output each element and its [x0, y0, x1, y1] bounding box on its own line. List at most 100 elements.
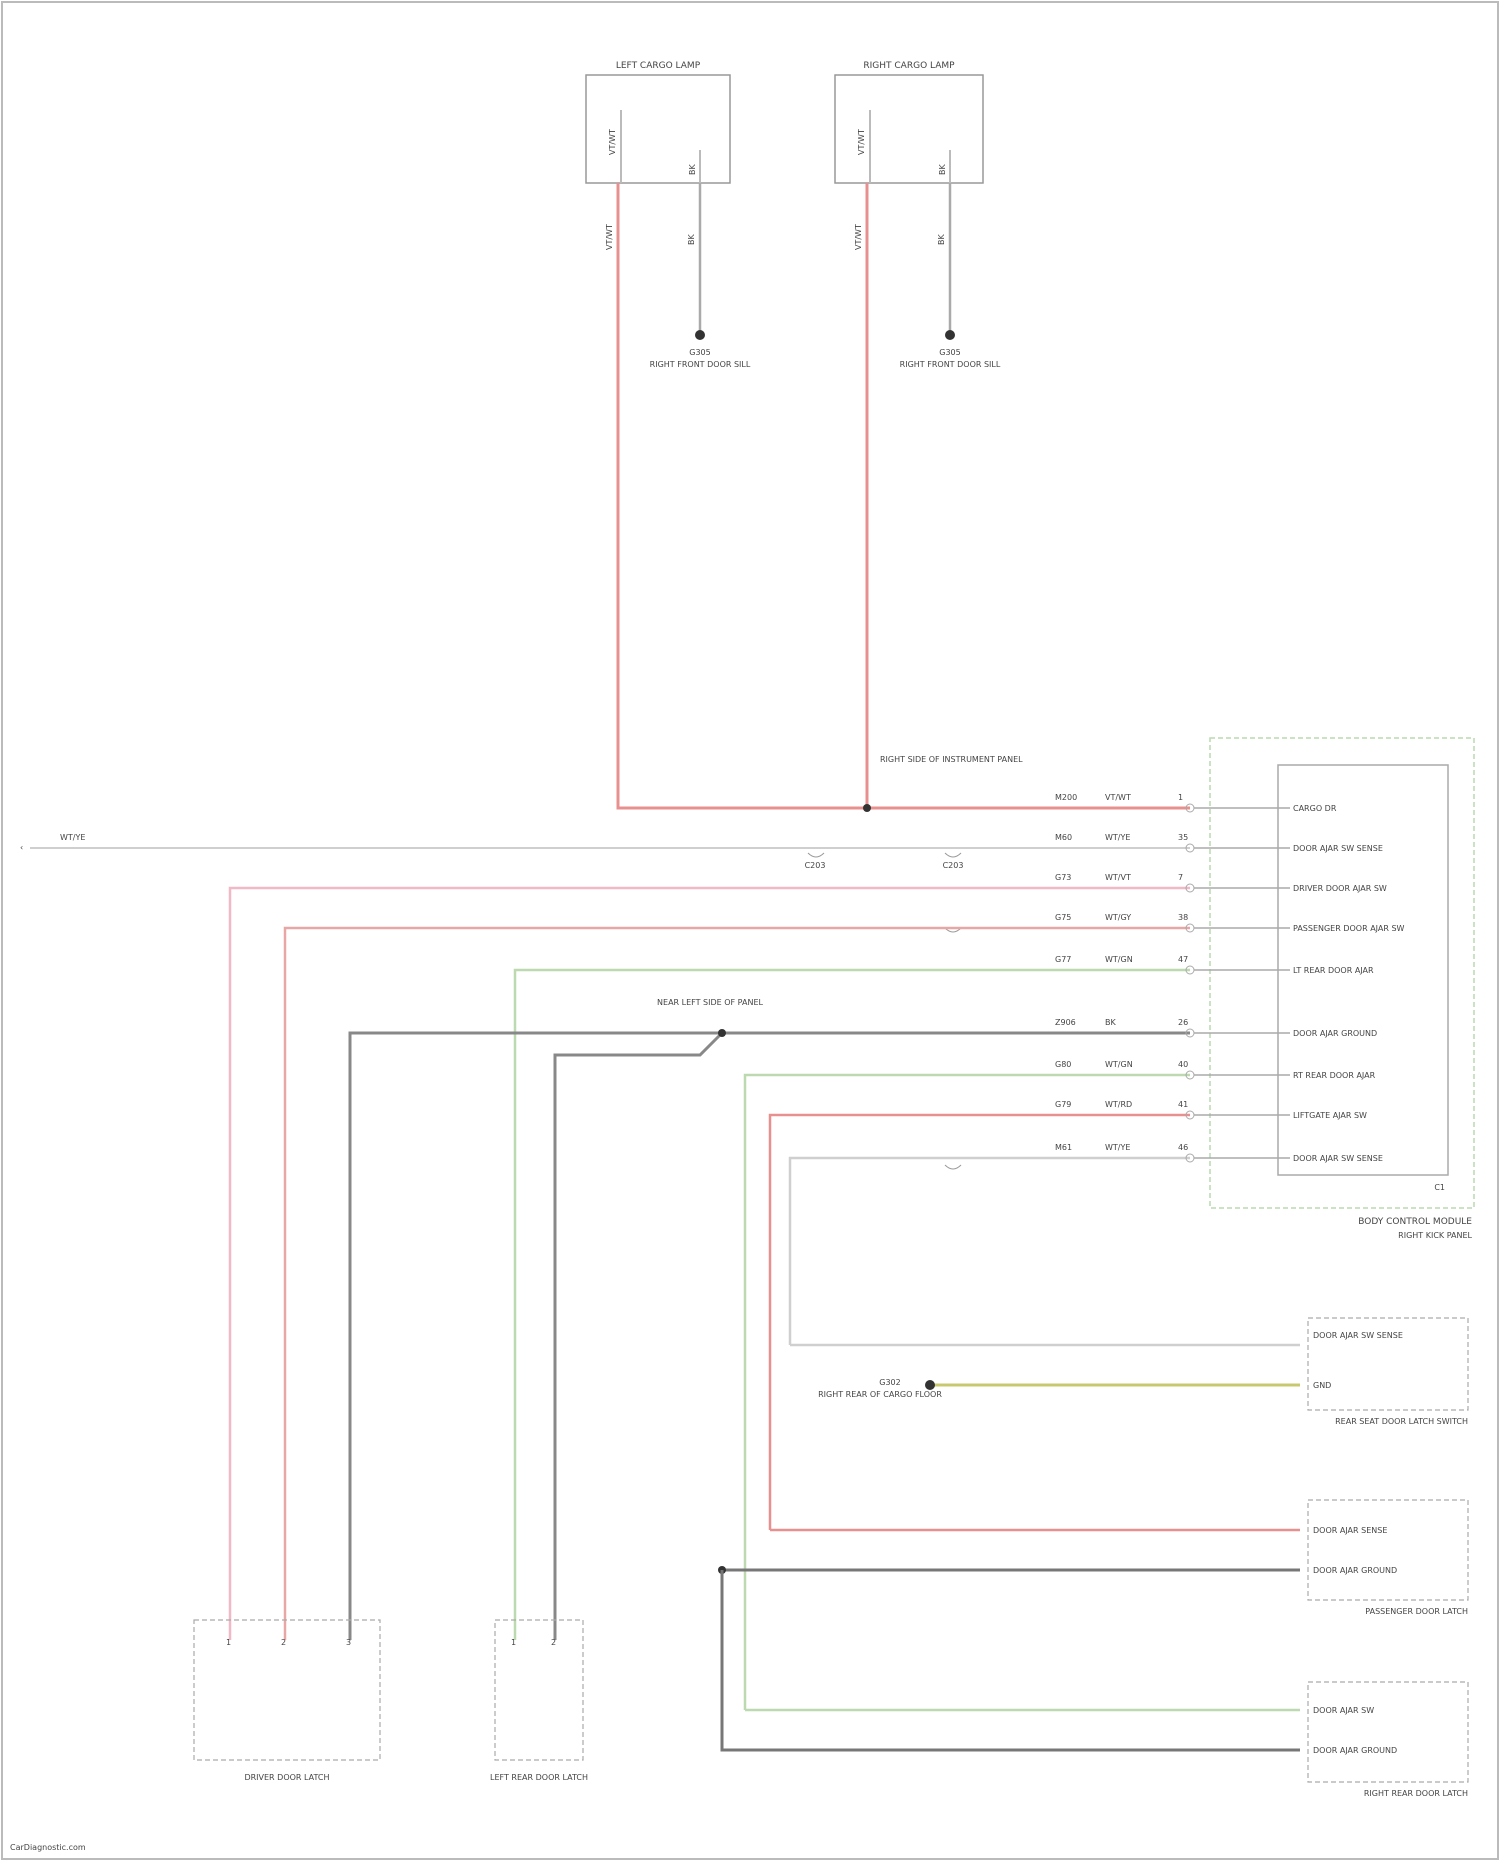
- splice-top-label: RIGHT SIDE OF INSTRUMENT PANEL: [880, 755, 1023, 764]
- splice-top: [863, 804, 871, 812]
- diagram-bottom-switches-1-pins-1: 2: [551, 1638, 556, 1647]
- diagram-ground-bottom-loc: RIGHT REAR OF CARGO FLOOR: [818, 1390, 942, 1399]
- diagram-rows-3-wire: WT/GY: [1105, 913, 1131, 922]
- left-cargo-lamp-title: LEFT CARGO LAMP: [616, 61, 701, 71]
- left-ground-wire-label: BK: [687, 234, 696, 245]
- diagram-rows-4-circuit: G77: [1055, 955, 1071, 964]
- diagram-rows-1-wire: WT/YE: [1105, 833, 1130, 842]
- inline-label-1: C203: [805, 861, 826, 870]
- passenger-door-latch: DOOR AJAR SENSE DOOR AJAR GROUND PASSENG…: [718, 1500, 1468, 1616]
- right-cargo-lamp: RIGHT CARGO LAMP VT/WT BK: [835, 61, 983, 183]
- diagram-rows-2-circuit: G73: [1055, 873, 1071, 882]
- left-feed-wire-label: VT/WT: [605, 224, 614, 250]
- ground-point-left: [695, 330, 705, 340]
- bcm-row-labels: M200 VT/WT 1 M60 WT/YE 35 G73 WT/VT 7 G7…: [1055, 793, 1188, 1152]
- diagram-bottom-switches-0-pins-0: 1: [226, 1638, 231, 1647]
- ground-right-id: G305: [939, 348, 960, 357]
- diagram-rows-7-pin: 41: [1178, 1100, 1188, 1109]
- bcm-fn-2: DOOR AJAR SW SENSE: [1293, 844, 1383, 853]
- left-feed-arrow: ‹: [20, 843, 23, 852]
- diagram-rows-6-circuit: G80: [1055, 1060, 1071, 1069]
- diagram-rows-8-circuit: M61: [1055, 1143, 1072, 1152]
- diagram-bottom-switches-1-pins-0: 1: [511, 1638, 516, 1647]
- right-cargo-lamp-title: RIGHT CARGO LAMP: [863, 61, 955, 71]
- bcm-fn-5: LT REAR DOOR AJAR: [1293, 966, 1374, 975]
- wire-passenger-door-ajar: [285, 928, 1190, 1640]
- diagram-rows-5-wire: BK: [1105, 1018, 1116, 1027]
- diagram-rows-8-wire: WT/YE: [1105, 1143, 1130, 1152]
- bcm-fn-1: CARGO DR: [1293, 804, 1337, 813]
- diagram-rows-0-pin: 1: [1178, 793, 1183, 802]
- diagram-rows-5-circuit: Z906: [1055, 1018, 1076, 1027]
- right-rear-door-latch: DOOR AJAR SW DOOR AJAR GROUND RIGHT REAR…: [722, 1570, 1468, 1798]
- bcm-fn-4: PASSENGER DOOR AJAR SW: [1293, 924, 1405, 933]
- splice-mid-label: NEAR LEFT SIDE OF PANEL: [657, 998, 763, 1007]
- diagram-rows-8-pin: 46: [1178, 1143, 1188, 1152]
- body-control-module: CARGO DR DOOR AJAR SW SENSE DRIVER DOOR …: [1186, 738, 1474, 1240]
- diagram-rows-7-wire: WT/RD: [1105, 1100, 1132, 1109]
- right-feed-wire-label: VT/WT: [854, 224, 863, 250]
- wire-rt-rear-door-ajar: [745, 1075, 1190, 1710]
- left-feed-label: WT/YE: [60, 833, 85, 842]
- left-lamp-pin2-wire: BK: [688, 164, 697, 175]
- diagram-rows-1-circuit: M60: [1055, 833, 1072, 842]
- wire-liftgate-ajar: [770, 1115, 1190, 1530]
- diagram-rows-6-wire: WT/GN: [1105, 1060, 1133, 1069]
- bcm-name: BODY CONTROL MODULE: [1358, 1217, 1472, 1227]
- diagram-bottom-switches-0-name: DRIVER DOOR LATCH: [244, 1773, 329, 1782]
- bcm-fn-3: DRIVER DOOR AJAR SW: [1293, 884, 1387, 893]
- diagram-right-devices-1-name: PASSENGER DOOR LATCH: [1365, 1607, 1468, 1616]
- left-cargo-lamp: LEFT CARGO LAMP VT/WT BK: [586, 61, 730, 183]
- diagram-rows-2-pin: 7: [1178, 873, 1183, 882]
- diagram-bottom-switches-1-name: LEFT REAR DOOR LATCH: [490, 1773, 588, 1782]
- diagram-right-devices-0-pins-0: DOOR AJAR SW SENSE: [1313, 1331, 1403, 1340]
- inline-label-2: C203: [943, 861, 964, 870]
- bcm-fn-6: DOOR AJAR GROUND: [1293, 1029, 1377, 1038]
- diagram-ground-bottom-id: G302: [879, 1378, 900, 1387]
- wire-door-ajar-sense-2: [790, 1158, 1190, 1345]
- diagram-rows-4-pin: 47: [1178, 955, 1188, 964]
- diagram-rows-3-pin: 38: [1178, 913, 1188, 922]
- splice-mid: [718, 1029, 726, 1037]
- bcm-fn-9: DOOR AJAR SW SENSE: [1293, 1154, 1383, 1163]
- bcm-connector: C1: [1434, 1183, 1445, 1192]
- diagram-right-devices-2-pins-0: DOOR AJAR SW: [1313, 1706, 1374, 1715]
- bcm-fn-8: LIFTGATE AJAR SW: [1293, 1111, 1367, 1120]
- diagram-bottom-switches-0-pins-2: 3: [346, 1638, 351, 1647]
- bcm-location: RIGHT KICK PANEL: [1398, 1231, 1472, 1240]
- diagram-rows-6-pin: 40: [1178, 1060, 1188, 1069]
- watermark: CarDiagnostic.com: [10, 1843, 86, 1852]
- left-rear-door-latch: LEFT REAR DOOR LATCH 1 2: [490, 1620, 588, 1782]
- diagram-rows-0-circuit: M200: [1055, 793, 1077, 802]
- right-ground-wire-label: BK: [937, 234, 946, 245]
- diagram-rows-4-wire: WT/GN: [1105, 955, 1133, 964]
- wire-left-lamp-feed: [618, 183, 1190, 808]
- right-lamp-pin2-wire: BK: [938, 164, 947, 175]
- ground-point-right: [945, 330, 955, 340]
- diagram-rows-0-wire: VT/WT: [1105, 793, 1131, 802]
- wire-ground-branch: [555, 1033, 722, 1640]
- inline-connectors: [808, 853, 961, 1169]
- diagram-rows-5-pin: 26: [1178, 1018, 1188, 1027]
- bcm-fn-7: RT REAR DOOR AJAR: [1293, 1071, 1376, 1080]
- ground-left-loc: RIGHT FRONT DOOR SILL: [650, 360, 751, 369]
- diagram-right-devices-2-pins-1: DOOR AJAR GROUND: [1313, 1746, 1397, 1755]
- ground-left-id: G305: [689, 348, 710, 357]
- diagram-rows-3-circuit: G75: [1055, 913, 1071, 922]
- ground-point-g302: [925, 1380, 935, 1390]
- diagram-right-devices-0-name: REAR SEAT DOOR LATCH SWITCH: [1335, 1417, 1468, 1426]
- ground-right-loc: RIGHT FRONT DOOR SILL: [900, 360, 1001, 369]
- diagram-right-devices-1-pins-1: DOOR AJAR GROUND: [1313, 1566, 1397, 1575]
- diagram-rows-1-pin: 35: [1178, 833, 1188, 842]
- diagram-right-devices-1-pins-0: DOOR AJAR SENSE: [1313, 1526, 1387, 1535]
- diagram-rows-2-wire: WT/VT: [1105, 873, 1131, 882]
- wire-lt-rear-door-ajar: [515, 970, 1190, 1640]
- diagram-right-devices-0-pins-1: GND: [1313, 1381, 1331, 1390]
- diagram-bottom-switches-0-pins-1: 2: [281, 1638, 286, 1647]
- diagram-right-devices-2-name: RIGHT REAR DOOR LATCH: [1364, 1789, 1468, 1798]
- rear-seat-latch-switch: G302 RIGHT REAR OF CARGO FLOOR DOOR AJAR…: [790, 1318, 1468, 1426]
- driver-door-latch: DRIVER DOOR LATCH 1 2 3: [194, 1620, 380, 1782]
- right-lamp-pin1-wire: VT/WT: [857, 129, 866, 155]
